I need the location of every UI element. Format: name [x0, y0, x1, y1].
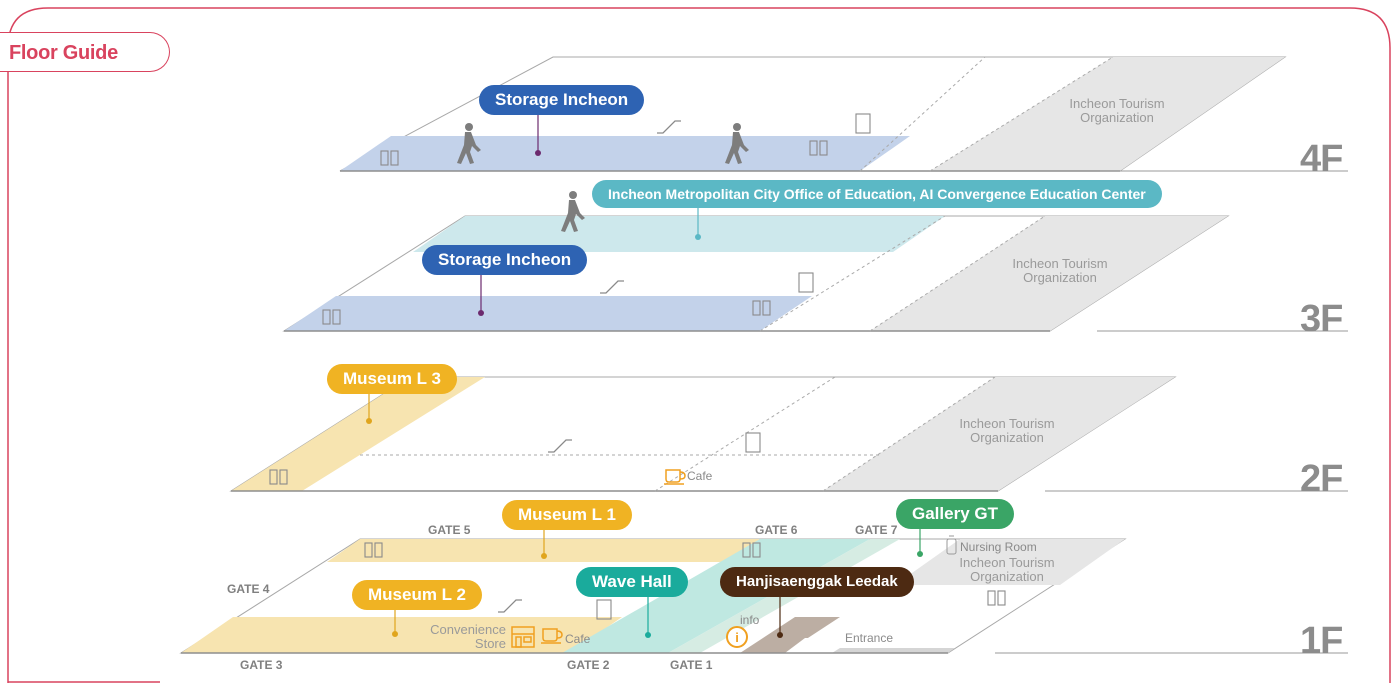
- floor-3f-plate[interactable]: [282, 215, 1348, 332]
- gate-7-label: GATE 7: [855, 523, 898, 537]
- cafe-icon: [664, 469, 686, 485]
- restroom-icon: [752, 300, 771, 316]
- elevator-icon: [855, 113, 871, 134]
- museum-l2-label[interactable]: Museum L 2: [352, 580, 482, 610]
- restroom-icon: [742, 542, 761, 558]
- gate-6-label: GATE 6: [755, 523, 798, 537]
- tourism-org-2f-label: Incheon Tourism Organization: [959, 416, 1055, 445]
- gate-3-label: GATE 3: [240, 658, 283, 672]
- restroom-icon: [987, 590, 1006, 606]
- museum-l3-label[interactable]: Museum L 3: [327, 364, 457, 394]
- nursing-room-label: Nursing Room: [960, 540, 1037, 554]
- elevator-icon: [596, 599, 612, 620]
- elevator-icon: [798, 272, 814, 293]
- gate-1-label: GATE 1: [670, 658, 713, 672]
- restroom-icon: [269, 469, 288, 485]
- wave-hall-label[interactable]: Wave Hall: [576, 567, 688, 597]
- info-icon: i: [726, 626, 748, 648]
- floor-2f-label[interactable]: 2F: [1300, 458, 1343, 500]
- nursing-room-icon: [946, 535, 957, 555]
- gate-4-label: GATE 4: [227, 582, 270, 596]
- escalator-icon: [657, 120, 681, 134]
- restroom-icon: [380, 150, 399, 166]
- elevator-icon: [745, 432, 761, 453]
- convenience-store-label: Convenience Store: [430, 622, 506, 651]
- museum-l1-label[interactable]: Museum L 1: [502, 500, 632, 530]
- cafe-icon: [541, 628, 563, 644]
- floor-3f-label[interactable]: 3F: [1300, 298, 1343, 340]
- floor-2f-plate[interactable]: [229, 376, 1348, 492]
- storage-incheon-4f-label[interactable]: Storage Incheon: [479, 85, 645, 115]
- walking-person-icon: [457, 123, 481, 164]
- gate-2-label: GATE 2: [567, 658, 610, 672]
- restroom-icon: [364, 542, 383, 558]
- walking-person-icon: [725, 123, 749, 164]
- floor-1f-label[interactable]: 1F: [1300, 620, 1343, 662]
- store-icon: [511, 626, 535, 648]
- storage-incheon-3f-label[interactable]: Storage Incheon: [422, 245, 588, 275]
- cafe-2f-label: Cafe: [687, 469, 713, 483]
- restroom-icon: [322, 309, 341, 325]
- map-pins: [366, 114, 923, 638]
- floor-guide-title-tab: Floor Guide: [0, 32, 170, 72]
- restroom-icon: [809, 140, 828, 156]
- education-center-3f-label[interactable]: Incheon Metropolitan City Office of Educ…: [592, 180, 1162, 208]
- svg-text:i: i: [735, 630, 739, 645]
- cafe-1f-label: Cafe: [565, 632, 591, 646]
- tourism-org-3f-label: Incheon Tourism Organization: [1012, 256, 1108, 285]
- escalator-icon: [548, 439, 572, 453]
- escalator-icon: [498, 599, 522, 613]
- hanjisaenggak-leedak-label[interactable]: Hanjisaenggak Leedak: [720, 567, 914, 597]
- gallery-gt-label[interactable]: Gallery GT: [896, 499, 1014, 529]
- gate-5-label: GATE 5: [428, 523, 471, 537]
- entrance-label: Entrance: [845, 631, 894, 645]
- tourism-org-4f-label: Incheon Tourism Organization: [1069, 96, 1165, 125]
- tourism-org-1f-label: Incheon Tourism Organization: [959, 555, 1055, 584]
- walking-person-icon: [561, 191, 585, 232]
- info-label: info: [740, 613, 760, 627]
- floor-4f-label[interactable]: 4F: [1300, 138, 1343, 180]
- page-title: Floor Guide: [9, 42, 118, 64]
- escalator-icon: [600, 280, 624, 294]
